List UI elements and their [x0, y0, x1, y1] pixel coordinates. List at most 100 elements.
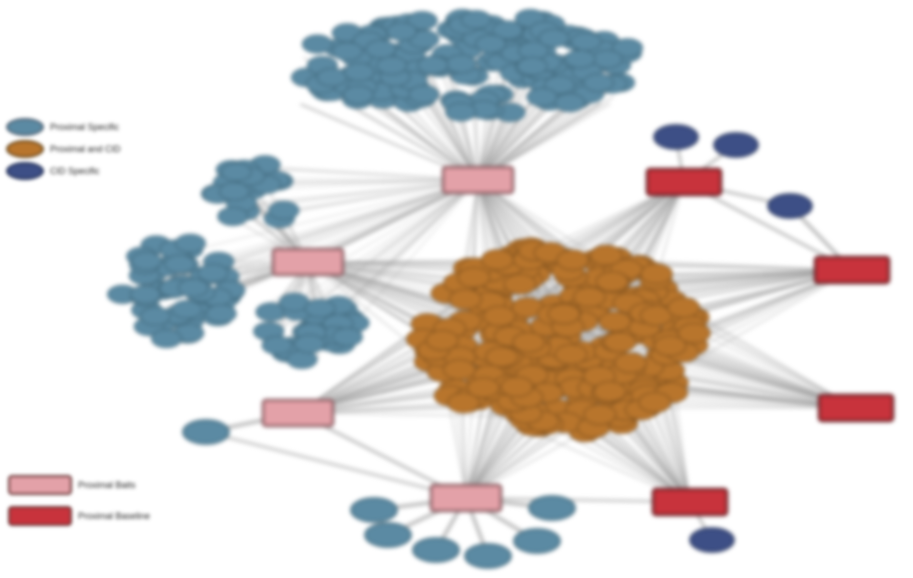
legend-swatch	[6, 162, 44, 180]
proximal-specific-node	[130, 251, 162, 271]
edge	[217, 179, 479, 222]
proximal-specific-node	[544, 75, 576, 95]
proximal-specific-node	[174, 233, 206, 253]
edge	[477, 84, 534, 181]
shared-node	[583, 404, 617, 426]
proximal-specific-node	[316, 67, 348, 87]
legend-label: Proximal Baits	[78, 480, 136, 490]
edge	[295, 179, 479, 303]
proximal-specific-node	[445, 102, 477, 122]
shared-node	[653, 335, 687, 357]
proximal-specific-node	[343, 62, 375, 82]
proximal-specific-node	[364, 522, 412, 548]
edge	[651, 269, 853, 387]
shared-node	[554, 343, 588, 365]
proximal-specific-node	[171, 300, 203, 320]
proximal-specific-node	[164, 254, 196, 274]
edge	[477, 87, 615, 181]
shared-node	[589, 244, 623, 266]
legend-swatch	[8, 475, 72, 495]
bait-node	[271, 247, 345, 277]
proximal-specific-node	[570, 32, 602, 52]
proximal-specific-node	[513, 528, 561, 554]
proximal-specific-node	[182, 419, 230, 445]
shared-node	[547, 303, 581, 325]
edge	[532, 316, 857, 409]
proximal-specific-node	[151, 329, 183, 349]
shared-node	[639, 263, 673, 285]
edge	[329, 179, 479, 302]
proximal-specific-node	[177, 278, 209, 298]
proximal-specific-node	[412, 537, 460, 563]
baseline-node	[817, 393, 895, 423]
shared-node	[447, 392, 481, 414]
edge	[205, 430, 467, 500]
shared-node	[481, 249, 515, 271]
shared-node	[667, 297, 701, 319]
legend-swatch	[6, 118, 44, 136]
shared-node	[603, 331, 637, 353]
edge	[314, 179, 479, 306]
proximal-specific-node	[376, 55, 408, 75]
shared-node	[448, 288, 482, 310]
proximal-specific-node	[217, 206, 249, 226]
proximal-specific-node	[460, 10, 492, 30]
proximal-specific-node	[342, 85, 374, 105]
shared-node	[512, 331, 546, 353]
legend-item-proximal-baseline: Proximal Baseline	[8, 506, 150, 526]
baseline-node	[813, 255, 891, 285]
shared-node	[482, 305, 516, 327]
proximal-specific-node	[475, 34, 507, 54]
edge	[338, 179, 479, 313]
proximal-specific-node	[139, 306, 171, 326]
legend-label: CID Specific	[50, 166, 100, 176]
edge	[330, 179, 479, 327]
bait-node	[441, 165, 515, 195]
hub-layer	[261, 165, 895, 517]
edge	[297, 285, 483, 414]
edge	[477, 64, 501, 181]
proximal-specific-node	[611, 38, 643, 58]
edge	[254, 179, 479, 204]
proximal-specific-node	[261, 335, 293, 355]
legend-item-proximal-specific: Proximal Specific	[6, 118, 119, 136]
shared-node	[614, 352, 648, 374]
proximal-specific-node	[293, 334, 325, 354]
edge	[243, 167, 479, 181]
proximal-specific-node	[408, 85, 440, 105]
legend-label: Proximal and CID	[50, 144, 121, 154]
edge	[683, 180, 853, 272]
legend-item-proximal-and-cid: Proximal and CID	[6, 140, 121, 158]
cid-specific-node	[689, 527, 735, 553]
proximal-specific-node	[268, 200, 300, 220]
shared-node	[572, 286, 606, 308]
proximal-specific-node	[301, 34, 333, 54]
proximal-specific-node	[492, 20, 524, 40]
proximal-specific-node	[197, 263, 229, 283]
proximal-specific-node	[386, 22, 418, 42]
proximal-specific-node	[218, 181, 250, 201]
legend-label: Proximal Baseline	[78, 511, 151, 521]
bait-node	[429, 483, 503, 513]
proximal-specific-node	[516, 56, 548, 76]
edge	[242, 165, 479, 181]
shared-node	[593, 381, 627, 403]
proximal-specific-node	[417, 55, 449, 75]
edge	[198, 179, 479, 284]
legend-swatch	[8, 506, 72, 526]
proximal-specific-node	[331, 327, 363, 347]
cid-specific-node	[653, 124, 699, 150]
baseline-node	[645, 167, 723, 197]
proximal-specific-node	[406, 11, 438, 31]
shared-node	[639, 305, 673, 326]
proximal-specific-node	[205, 304, 237, 324]
proximal-specific-node	[445, 54, 477, 74]
proximal-specific-node	[331, 41, 363, 61]
shared-node	[500, 376, 534, 398]
shared-node	[595, 271, 629, 293]
proximal-specific-node	[129, 284, 161, 304]
edge	[297, 293, 481, 414]
edge	[554, 314, 857, 409]
shared-node	[638, 391, 672, 413]
